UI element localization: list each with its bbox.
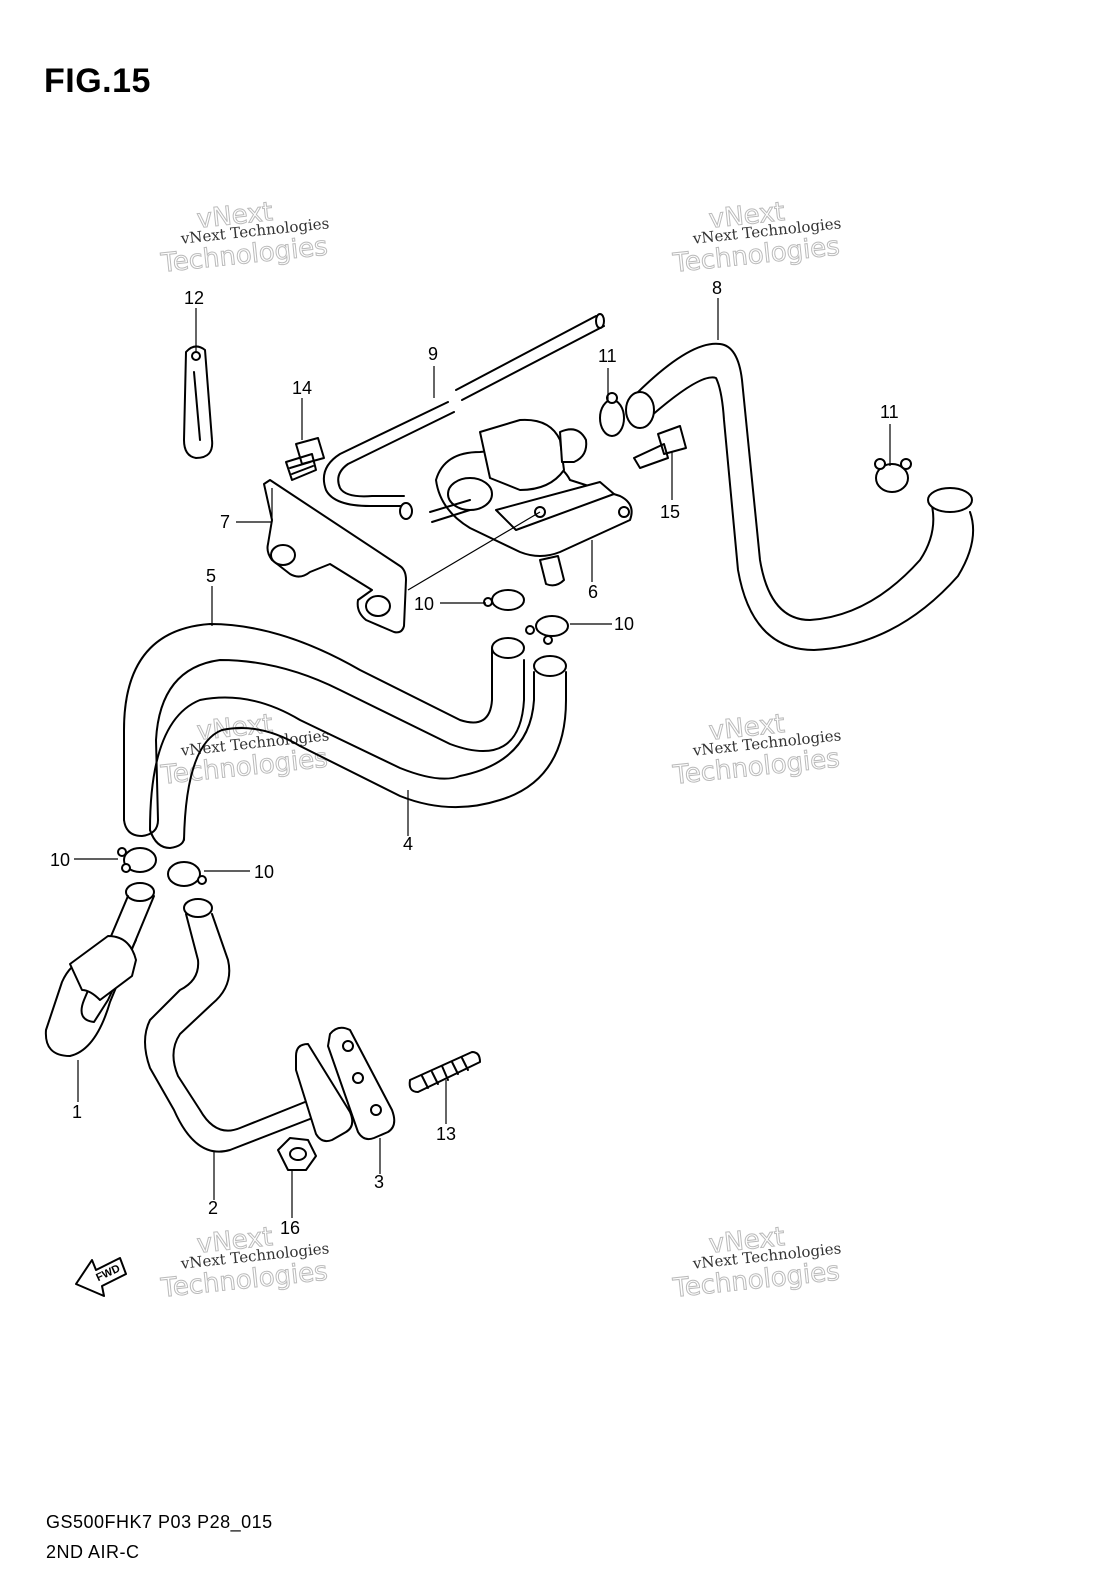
callout-14: 14 bbox=[292, 378, 312, 398]
callout-5: 5 bbox=[206, 566, 216, 586]
part-6-valve bbox=[429, 418, 633, 587]
callout-labels: 12 14 7 9 11 8 11 15 6 10 10 5 4 10 10 1… bbox=[50, 278, 899, 1238]
part-10-clamp-upper-2 bbox=[525, 615, 569, 645]
callout-10-upper-2: 10 bbox=[614, 614, 634, 634]
callout-10-upper-1: 10 bbox=[414, 594, 434, 614]
part-15-bolt bbox=[633, 425, 687, 469]
watermark-bottom-left: vNext vNext Technologies Technologies bbox=[158, 1222, 330, 1305]
model-code: GS500FHK7 P03 P28_015 bbox=[46, 1512, 273, 1532]
callout-2: 2 bbox=[208, 1198, 218, 1218]
callout-16: 16 bbox=[280, 1218, 300, 1238]
part-3-gasket bbox=[295, 1026, 396, 1143]
callout-7: 7 bbox=[220, 512, 230, 532]
watermark-top-right: vNext vNext Technologies Technologies bbox=[670, 197, 842, 280]
part-13-stud bbox=[408, 1051, 481, 1093]
part-8-hose bbox=[625, 342, 975, 651]
part-7-bracket bbox=[263, 479, 407, 634]
part-11-clamp-right bbox=[874, 458, 912, 493]
fwd-arrow: FWD bbox=[75, 1257, 127, 1297]
callout-11-right: 11 bbox=[880, 402, 899, 422]
part-10-clamp-lower-1 bbox=[117, 847, 157, 873]
part-11-clamp-upper bbox=[599, 392, 625, 437]
part-16-nut bbox=[277, 1137, 317, 1171]
callout-12: 12 bbox=[184, 288, 204, 308]
callout-10-lower-1: 10 bbox=[50, 850, 70, 870]
watermark-bottom-right: vNext vNext Technologies Technologies bbox=[670, 1222, 842, 1305]
callout-8: 8 bbox=[712, 278, 722, 298]
part-4-hose bbox=[123, 655, 567, 849]
part-10-clamp-upper-1 bbox=[483, 589, 525, 611]
part-12-strap bbox=[183, 345, 214, 459]
watermark-top-left: vNext vNext Technologies Technologies bbox=[158, 197, 330, 280]
part-10-clamp-lower-2 bbox=[167, 861, 207, 887]
part-2-pipe bbox=[144, 898, 331, 1153]
part-14-bolt bbox=[285, 437, 325, 481]
part-5-hose bbox=[123, 623, 525, 821]
callout-11-upper: 11 bbox=[598, 346, 617, 366]
callout-4: 4 bbox=[403, 834, 413, 854]
part-9-hose bbox=[322, 313, 605, 520]
callout-15: 15 bbox=[660, 502, 680, 522]
callout-9: 9 bbox=[428, 344, 438, 364]
part-1-pipe bbox=[44, 882, 155, 1057]
section-name: 2ND AIR-C bbox=[46, 1542, 140, 1562]
leader-lines bbox=[74, 298, 891, 1218]
figure-title: FIG.15 bbox=[44, 62, 151, 100]
watermark-mid-right: vNext vNext Technologies Technologies bbox=[670, 709, 842, 792]
callout-6: 6 bbox=[588, 582, 598, 602]
watermark-mid-left: vNext vNext Technologies Technologies bbox=[158, 709, 330, 792]
callout-10-lower-2: 10 bbox=[254, 862, 274, 882]
callout-1: 1 bbox=[72, 1102, 82, 1122]
callout-3: 3 bbox=[374, 1172, 384, 1192]
callout-13: 13 bbox=[436, 1124, 456, 1144]
